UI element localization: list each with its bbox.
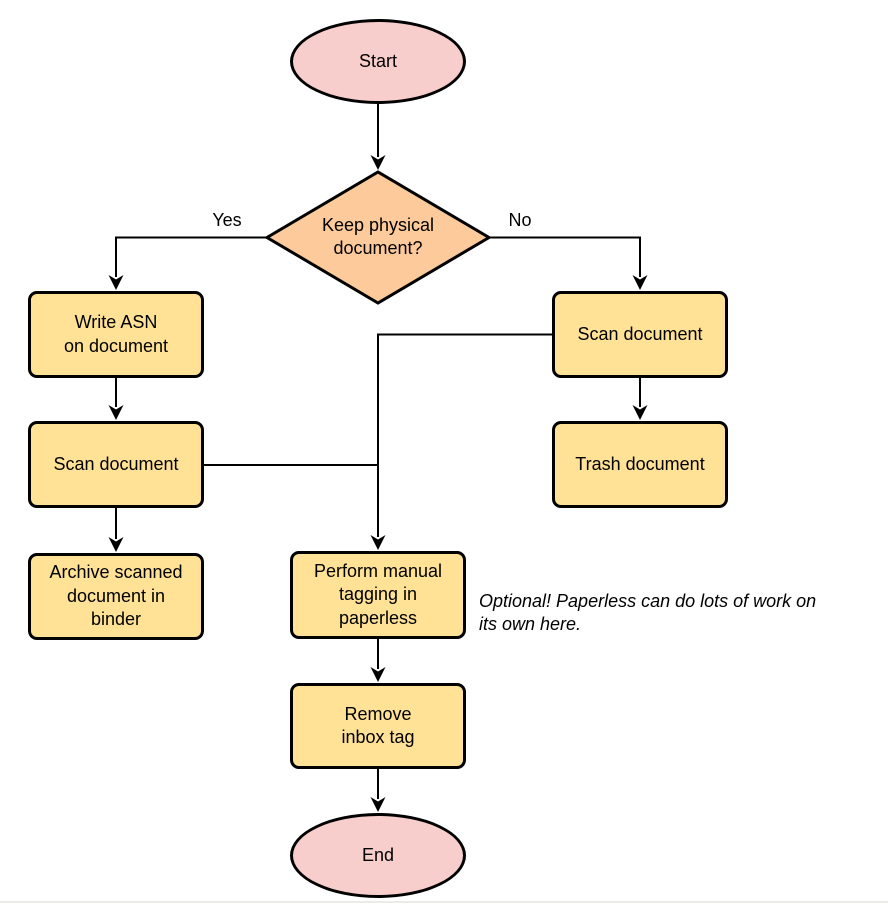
node-trash-document-label: Trash document	[575, 453, 705, 474]
node-archive-binder-label: Archive scanned document in binder	[49, 562, 183, 630]
arrowhead-scanleft-archive	[108, 537, 124, 552]
arrowhead-no-branch	[632, 275, 648, 290]
node-perform-tagging: Perform manual tagging in paperless	[290, 551, 466, 639]
edge-yes-branch	[115, 236, 267, 277]
bottom-divider	[0, 901, 888, 903]
node-perform-tagging-label: Perform manual tagging in paperless	[313, 560, 443, 628]
arrowhead-scanright-trash	[632, 405, 648, 420]
node-end: End	[290, 813, 466, 898]
node-end-label: End	[361, 844, 395, 865]
edge-label-no: No	[508, 210, 532, 230]
arrowhead-start-decision	[370, 155, 386, 170]
arrowhead-remove-end	[370, 797, 386, 812]
edge-label-yes: Yes	[212, 210, 242, 230]
node-decision-label: Keep physical document?	[321, 214, 435, 258]
edge-scanright-tagging	[377, 333, 552, 537]
node-archive-binder: Archive scanned document in binder	[28, 553, 204, 640]
node-write-asn: Write ASN on document	[28, 291, 204, 378]
note-optional: Optional! Paperless can do lots of work …	[479, 591, 817, 635]
node-start: Start	[290, 19, 466, 104]
arrowhead-tagging-remove	[370, 667, 386, 682]
node-remove-inbox-tag-label: Remove inbox tag	[341, 703, 415, 747]
node-write-asn-label: Write ASN on document	[63, 312, 169, 356]
node-scan-document-left-label: Scan document	[53, 453, 179, 474]
arrowhead-yes-branch	[108, 275, 124, 290]
node-trash-document: Trash document	[552, 421, 728, 508]
node-scan-document-left: Scan document	[28, 421, 204, 508]
node-scan-document-right-label: Scan document	[577, 323, 703, 344]
node-start-label: Start	[358, 50, 397, 71]
node-remove-inbox-tag: Remove inbox tag	[290, 683, 466, 769]
node-scan-document-right: Scan document	[552, 291, 728, 378]
arrowhead-scanright-tagging	[370, 535, 386, 550]
arrowhead-writeasn-scanleft	[108, 405, 124, 420]
edge-no-branch	[489, 236, 641, 277]
